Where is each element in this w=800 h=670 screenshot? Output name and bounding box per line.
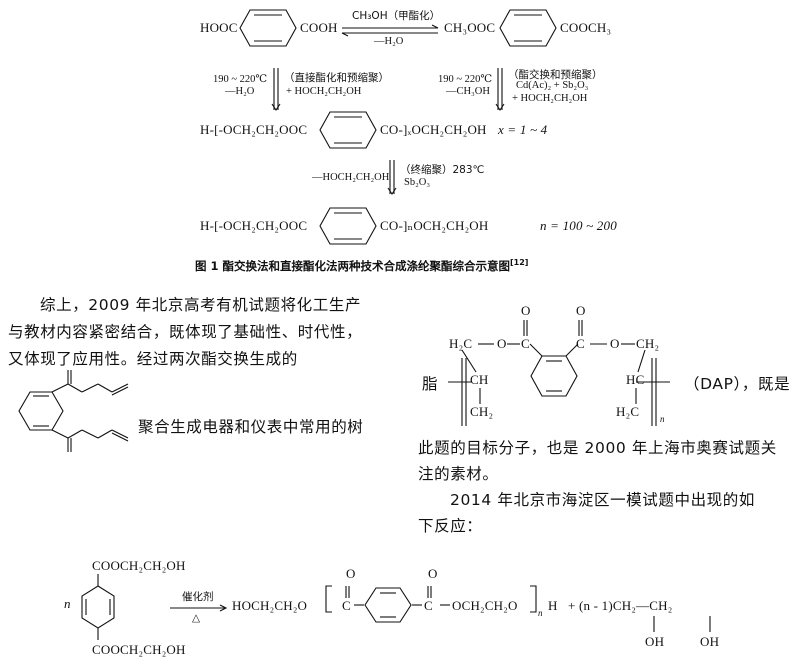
down-arrow-mid (387, 160, 397, 195)
paragraph-line-4-prefix: 脂 (422, 375, 439, 393)
byproduct-oh-2: OH (700, 634, 720, 649)
terephthalic-acid-right-group: COOH (300, 20, 338, 35)
left-direct-esterification: （直接酯化和预缩聚） (284, 72, 389, 84)
product-o2: O (428, 566, 438, 581)
paragraph-line-4-suffix: （DAP），既是 (684, 375, 791, 393)
dap-c2: C (576, 336, 585, 351)
paragraph-line-5: 聚合生成电器和仪表中常用的树 (138, 418, 364, 436)
reactant-top-group: COOCH₂CH₂OH (92, 558, 186, 573)
methyl-esterification-label: CH₃OH（甲酯化） (352, 10, 441, 22)
down-arrow-right (495, 68, 505, 111)
right-temperature: 190 ~ 220℃ (438, 74, 493, 85)
figure-caption-text: 图 1 酯交换法和直接酯化法两种技术合成涤纶聚酯综合示意图 (195, 259, 511, 273)
final-polycondensation: （终缩聚）283℃ (400, 164, 485, 176)
polymer-range: n = 100 ~ 200 (540, 218, 617, 233)
paragraph-line-3: 又体现了应用性。经过两次酯交换生成的 (8, 350, 298, 368)
right-minus-methanol: —CH₃OH (446, 86, 490, 97)
product-o1: O (346, 566, 356, 581)
polymer-left: H-[-OCH₂CH₂OOC (200, 218, 308, 233)
product-c2: C (424, 598, 433, 613)
paragraph-line-8: 2014 年北京市海淀区一模试题中出现的如 (450, 491, 755, 509)
dap-o-double-2: O (576, 303, 586, 318)
product-h: H (548, 598, 558, 613)
catalyst-label: 催化剂 (182, 591, 214, 603)
dap-n: n (660, 414, 665, 424)
heat-symbol: △ (192, 613, 201, 624)
byproduct: + (n - 1)CH₂—CH₂ (568, 598, 673, 613)
paragraph-line-6: 此题的目标分子，也是 2000 年上海市奥赛试题关 (418, 439, 777, 457)
benzene-ring-4 (319, 207, 377, 245)
dap-ch2-bottom-left: CH₂ (470, 404, 494, 419)
product-structure (325, 585, 537, 623)
left-minus-water: —H₂O (225, 86, 255, 97)
paragraph-line-1: 综上，2009 年北京高考有机试题将化工生产 (40, 296, 362, 314)
equilibrium-arrow-1 (341, 24, 439, 37)
dap-hc-right: HC (626, 372, 645, 387)
right-transesterification: （酯交换和预缩聚） (508, 69, 603, 81)
oligomer-range: x = 1 ~ 4 (498, 122, 548, 137)
oligomer-left: H-[-OCH₂CH₂OOC (200, 122, 308, 137)
byproduct-bonds (653, 616, 711, 632)
dap-h2c: H₂C (449, 336, 473, 351)
mid-catalyst: Sb₂O₃ (404, 177, 430, 188)
benzene-ring-2 (499, 9, 557, 47)
reaction-arrow (170, 604, 228, 612)
dap-ch2: CH₂ (636, 336, 660, 351)
dimethyl-ester-right-group: COOCH₃ (560, 20, 612, 35)
benzene-ring-3 (319, 111, 377, 149)
reactant-benzene-ring (81, 574, 115, 640)
paragraph-line-7: 注的素材。 (418, 465, 499, 483)
dap-c1: C (521, 336, 530, 351)
product-c1: C (342, 598, 351, 613)
dap-bonds (448, 320, 670, 426)
terephthalic-acid-left-group: HOOC (200, 20, 238, 35)
dap-ch-left: CH (470, 372, 489, 387)
product-n-subscript: n (538, 608, 543, 618)
figure-caption-ref: [12] (510, 258, 529, 268)
reactant-n-coefficient: n (64, 596, 71, 611)
reactant-bottom-group: COOCH₂CH₂OH (92, 642, 186, 657)
dap-o-double-1: O (521, 303, 531, 318)
dap-o1: O (497, 336, 507, 351)
diallyl-phthalate-structure (18, 370, 129, 452)
right-catalyst: Cd(Ac)₂ + Sb₂O₃ (516, 80, 589, 91)
benzene-ring-1 (239, 9, 297, 47)
down-arrow-left (271, 68, 281, 111)
dimethyl-ester-left-group: CH₃OOC (444, 20, 496, 35)
left-plus-glycol: + HOCH₂CH₂OH (286, 86, 362, 97)
mid-minus-glycol: —HOCH₂CH₂OH (312, 172, 390, 183)
right-plus-glycol: + HOCH₂CH₂OH (512, 93, 588, 104)
figure-caption: 图 1 酯交换法和直接酯化法两种技术合成涤纶聚酯综合示意图[12] (195, 258, 528, 274)
left-temperature: 190 ~ 220℃ (213, 74, 268, 85)
oligomer-right: CO-]ₓOCH₂CH₂OH (380, 122, 487, 137)
dap-h2c-bottom-right: H₂C (616, 404, 640, 419)
product-left: HOCH₂CH₂O (232, 598, 308, 613)
product-mid: OCH₂CH₂O (452, 598, 518, 613)
paragraph-line-2: 与教材内容紧密结合，既体现了基础性、时代性， (8, 323, 363, 341)
paragraph-line-9: 下反应： (418, 517, 483, 535)
polymer-right: CO-]ₙOCH₂CH₂OH (380, 218, 489, 233)
minus-water-label: —H₂O (374, 36, 404, 47)
dap-o2: O (610, 336, 620, 351)
byproduct-oh-1: OH (645, 634, 665, 649)
